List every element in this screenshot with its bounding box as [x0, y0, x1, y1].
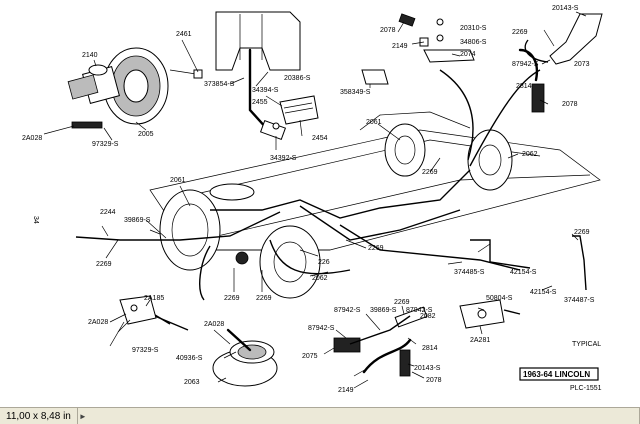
label-2005: 2005	[138, 131, 154, 138]
label-2269-centre: 2269	[368, 245, 384, 252]
label-374485-s: 374485-S	[454, 269, 485, 276]
master-cylinder-booster	[67, 47, 203, 129]
rear-drum-right	[467, 129, 513, 191]
label-39869-s-left: 39869-S	[124, 217, 151, 224]
typical-note: TYPICAL	[572, 341, 601, 348]
label-40936-s: 40936-S	[176, 355, 203, 362]
label-2244: 2244	[100, 209, 116, 216]
page-side-number: 34	[32, 216, 39, 224]
brake-system-diagram: 34	[22, 5, 603, 394]
plate-title: 1963-64 LINCOLN	[523, 370, 590, 379]
label-2075: 2075	[302, 353, 318, 360]
label-374487-s: 374487-S	[564, 297, 595, 304]
label-34394-s: 34394-S	[252, 87, 279, 94]
label-2061-top: 2061	[366, 119, 382, 126]
label-20310-s: 20310-S	[460, 25, 487, 32]
label-87942-s-top: 87942-S	[512, 61, 539, 68]
label-2078-top: 2078	[380, 27, 396, 34]
label-2814-top: 2814	[516, 83, 532, 90]
label-2269-left: 2269	[96, 261, 112, 268]
label-50804-s: 50804-S	[486, 295, 513, 302]
label-226: 226	[318, 259, 330, 266]
front-wheel-right	[235, 225, 321, 299]
label-2140: 2140	[82, 52, 98, 59]
label-87942-s-b: 87942-S	[334, 307, 361, 314]
label-42154-s-a: 42154-S	[510, 269, 537, 276]
front-wheel-left	[159, 189, 221, 271]
label-42154-s-b: 42154-S	[530, 289, 557, 296]
part-number-labels: 2140 2461 373854-S 2A028 97329-S 2005 34…	[22, 5, 595, 394]
brake-pedal-assembly	[215, 11, 319, 141]
label-2269-wheel-b: 2269	[256, 295, 272, 302]
rear-flex-hose	[333, 306, 428, 377]
label-2078-bottom: 2078	[426, 377, 442, 384]
label-2269-top: 2269	[512, 29, 528, 36]
label-20386-s: 20386-S	[284, 75, 311, 82]
status-filler	[88, 408, 640, 424]
label-87942-s-c: 87942-S	[406, 307, 433, 314]
label-2062-right: 2062	[522, 151, 538, 158]
warning-switch-fittings	[361, 13, 475, 85]
brake-lines	[75, 69, 587, 331]
label-2454: 2454	[312, 135, 328, 142]
label-2149-top: 2149	[392, 43, 408, 50]
booster-vacuum-reservoir	[212, 328, 278, 387]
label-97329-s-top: 97329-S	[92, 141, 119, 148]
label-20143-s-top: 20143-S	[552, 5, 579, 12]
rear-brake-hose-bracket	[518, 13, 603, 113]
rear-tee-bracket	[119, 295, 157, 325]
label-2073: 2073	[574, 61, 590, 68]
label-87942-s-d: 87942-S	[308, 325, 335, 332]
label-2a028-a: 2A028	[88, 319, 108, 326]
label-20143-s-bottom: 20143-S	[414, 365, 441, 372]
label-34392-s: 34392-S	[270, 155, 297, 162]
label-2062-left: 2062	[312, 275, 328, 282]
label-2061-left: 2061	[170, 177, 186, 184]
label-2269-bottom: 2269	[394, 299, 410, 306]
reservoir-cap	[209, 183, 255, 201]
label-2269-wheel-a: 2269	[224, 295, 240, 302]
status-bar: 11,00 x 8,48 in ►	[0, 407, 640, 424]
label-39869-s-b: 39869-S	[370, 307, 397, 314]
plate-title-box: 1963-64 LINCOLN	[519, 367, 599, 381]
label-2461: 2461	[176, 31, 192, 38]
label-2269-right: 2269	[574, 229, 590, 236]
leader-lines	[43, 11, 587, 389]
label-2149-bottom: 2149	[338, 387, 354, 394]
rear-drum-left	[384, 123, 426, 177]
page-size-indicator: 11,00 x 8,48 in	[0, 408, 78, 424]
label-373854-s: 373854-S	[204, 81, 235, 88]
label-2a185: 2A185	[144, 295, 164, 302]
label-2078-right: 2078	[562, 101, 578, 108]
label-2269-mid: 2269	[422, 169, 438, 176]
label-2a028-top: 2A028	[22, 135, 42, 142]
label-358349-s: 358349-S	[340, 89, 371, 96]
label-34806-s: 34806-S	[460, 39, 487, 46]
status-expand-icon[interactable]: ►	[78, 411, 87, 421]
label-2082: 2082	[420, 313, 436, 320]
rear-junction-block	[459, 299, 521, 329]
label-97329-s-bottom: 97329-S	[132, 347, 159, 354]
label-2063: 2063	[184, 379, 200, 386]
label-2a028-b: 2A028	[204, 321, 224, 328]
label-2074: 2074	[460, 51, 476, 58]
plate-code: PLC-1551	[570, 385, 602, 392]
label-2814-bottom: 2814	[422, 345, 438, 352]
label-2455: 2455	[252, 99, 268, 106]
label-2a281: 2A281	[470, 337, 490, 344]
